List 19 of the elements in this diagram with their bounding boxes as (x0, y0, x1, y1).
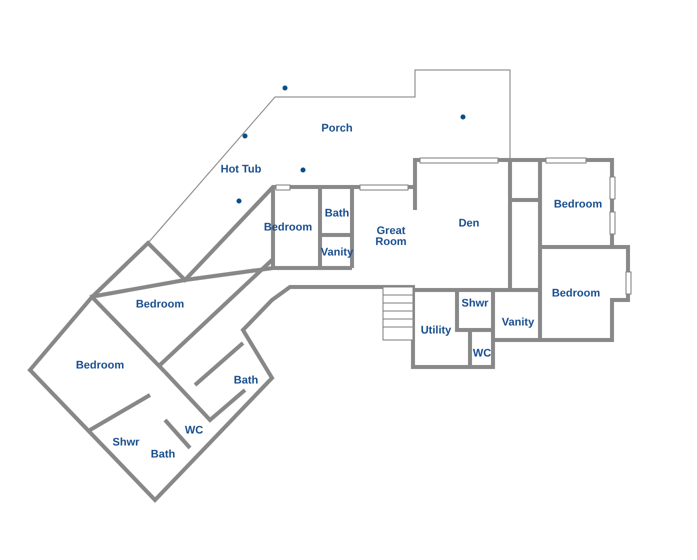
room-label: Vanity (320, 248, 354, 258)
room-label: Bath (324, 208, 350, 220)
room-label: WC (184, 426, 204, 436)
room-label: Vanity (500, 318, 536, 328)
room-label: Shwr (460, 298, 490, 310)
room-label: Den (458, 218, 480, 230)
room-label: Bedroom (134, 300, 186, 310)
room-label: Porch (320, 124, 354, 134)
room-label: Great Room (374, 226, 408, 248)
room-label: Bedroom (550, 288, 602, 300)
room-label: Bedroom (74, 360, 126, 372)
room-label: Utility (420, 326, 452, 336)
room-label: Bath (150, 450, 176, 460)
room-label: Shwr (112, 438, 140, 448)
room-label: Bedroom (262, 222, 314, 234)
room-label: Bedroom (552, 200, 604, 210)
room-label: WC (472, 348, 492, 360)
room-label: Hot Tub (220, 164, 262, 176)
room-label: Bath (232, 376, 260, 386)
